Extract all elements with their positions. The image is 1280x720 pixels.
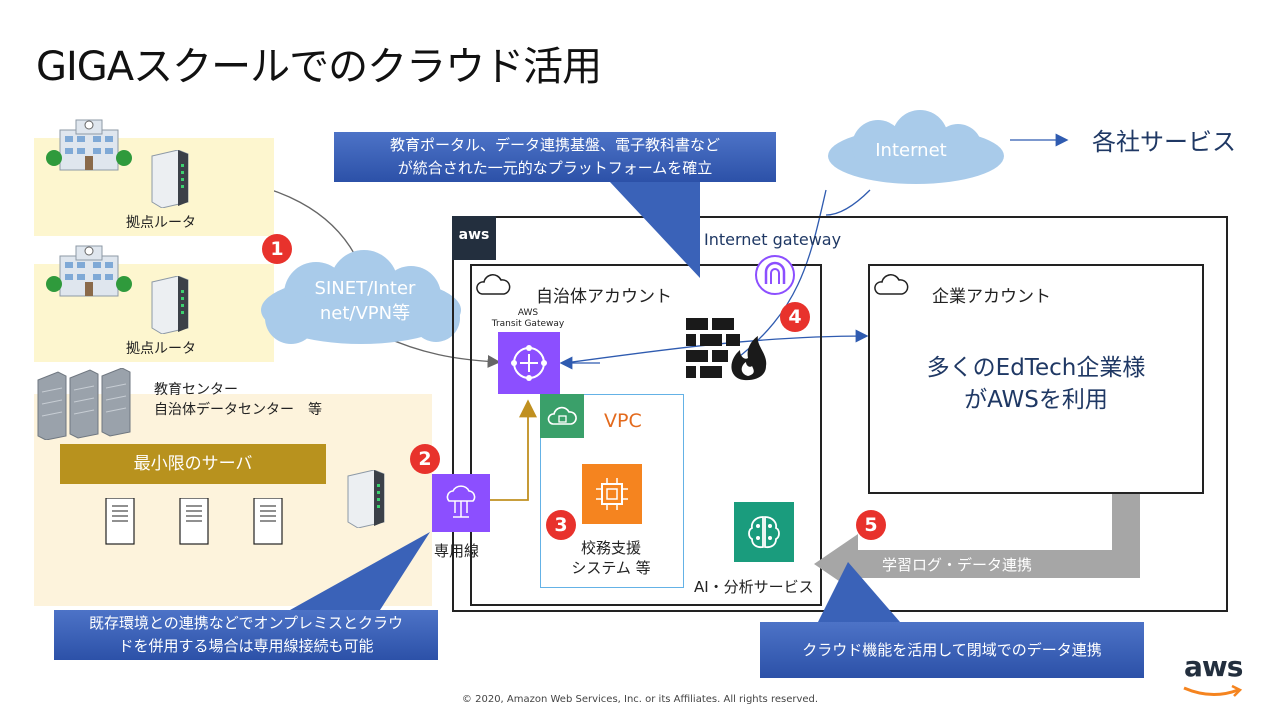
router-label: 拠点ルータ	[126, 215, 196, 231]
router-label: 拠点ルータ	[126, 341, 196, 357]
aws-smile-icon	[1183, 684, 1243, 697]
internet-cloud-icon	[828, 110, 1004, 184]
municipal-account-label: 自治体アカウント	[536, 287, 672, 307]
vpc-label: VPC	[604, 410, 642, 432]
gateway-label: Internet gateway	[704, 230, 842, 249]
account-cloud-icon	[476, 274, 511, 295]
page-title: GIGAスクールでのクラウド活用	[36, 44, 602, 90]
services-label: 各社サービス	[1092, 128, 1236, 156]
account-cloud-icon	[874, 274, 909, 295]
copyright-footer: © 2020, Amazon Web Services, Inc. or its…	[461, 694, 819, 705]
step-badge-1: 1	[262, 234, 292, 264]
log-arrow-label: 学習ログ・データ連携	[882, 556, 1033, 574]
chip-glyph	[596, 478, 628, 510]
transit-gateway-icon[interactable]	[498, 332, 560, 394]
ec2-instance-icon[interactable]	[582, 464, 642, 524]
min-server-banner: 最小限のサーバ	[60, 444, 326, 484]
step-badge-4: 4	[780, 302, 810, 332]
internet-label: Internet	[875, 140, 947, 161]
sinet-cloud-icon	[261, 250, 461, 344]
vpc-glyph	[547, 406, 577, 425]
line-internet-to-gw	[825, 189, 871, 216]
step-badge-5: 5	[856, 510, 886, 540]
log-arrow	[814, 494, 1140, 594]
router-icon	[151, 150, 189, 208]
sinet-label: SINET/Inter net/VPN等	[314, 278, 416, 324]
vpc-box	[540, 394, 684, 588]
server-rack-group	[105, 498, 283, 545]
dedicated-line-label: 専用線	[434, 542, 480, 560]
school-building-icon	[46, 119, 132, 171]
aws-logo: aws	[1184, 650, 1243, 683]
school-building-icon	[46, 245, 132, 297]
tgw-label: AWS Transit Gateway	[491, 308, 565, 329]
company-account-box	[868, 264, 1204, 494]
bottom-left-callout: 既存環境との連携などでオンプレミスとクラウ ドを併用する場合は専用線接続も可能	[54, 610, 438, 660]
top-callout: 教育ポータル、データ連携基盤、電子教科書など が統合された一元的なプラットフォー…	[334, 132, 776, 182]
vpc-icon	[540, 394, 584, 438]
step-badge-3: 3	[546, 510, 576, 540]
transit-gateway-glyph	[511, 345, 547, 381]
bottom-right-callout: クラウド機能を活用して閉域でのデータ連携	[760, 622, 1144, 678]
company-account-label: 企業アカウント	[932, 287, 1051, 307]
center-label: 教育センター 自治体データセンター 等	[154, 382, 322, 418]
direct-connect-glyph	[446, 485, 476, 518]
internet-gateway-icon	[755, 255, 795, 295]
router-icon	[347, 470, 385, 528]
ai-service-label: AI・分析サービス	[694, 578, 814, 596]
school-system-label: 校務支援 システム 等	[571, 539, 651, 577]
municipal-account-box	[470, 264, 822, 606]
company-text: 多くのEdTech企業様 がAWSを利用	[926, 355, 1146, 413]
direct-connect-icon[interactable]	[432, 474, 490, 532]
ai-service-icon[interactable]	[734, 502, 794, 562]
datacenter-icon	[37, 368, 131, 440]
brain-glyph	[748, 516, 780, 549]
line-dedicated-tgw	[490, 399, 537, 501]
firewall-icon	[686, 318, 767, 381]
aws-cloud-badge: aws	[452, 216, 496, 260]
router-icon	[151, 276, 189, 334]
step-badge-2: 2	[410, 444, 440, 474]
